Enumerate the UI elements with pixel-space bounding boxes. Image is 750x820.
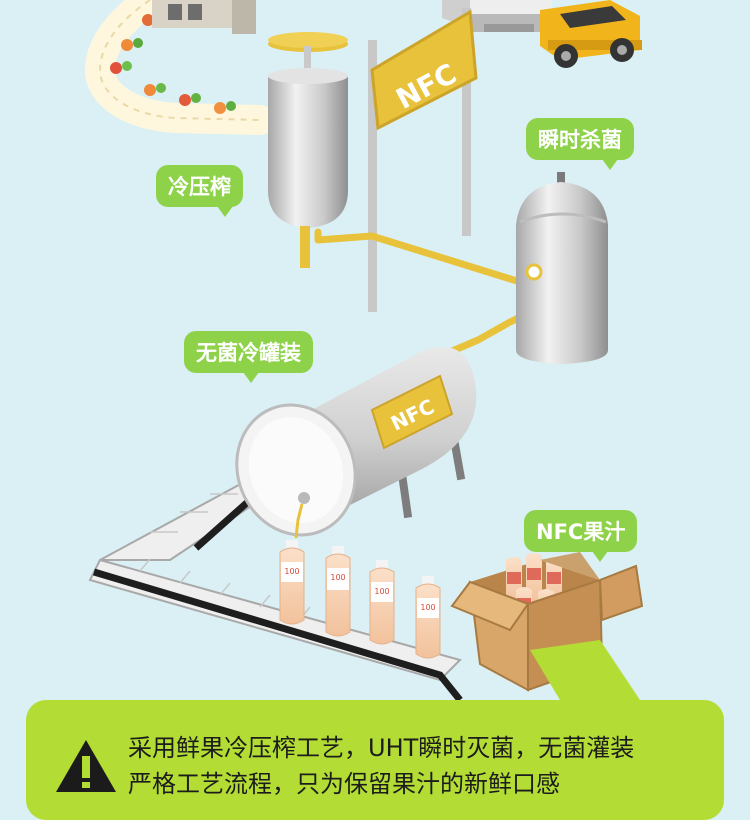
label-flash-sterilize: 瞬时杀菌 [526, 118, 634, 170]
cold-press-tank [268, 32, 348, 268]
bottle-label-text: 100 [420, 603, 435, 612]
warning-triangle-icon [56, 740, 116, 792]
delivery-truck [442, 0, 642, 68]
aseptic-storage-tank: NFC [235, 346, 477, 539]
bottle-label-text: 100 [330, 573, 345, 582]
nfc-gate-sign: NFC [368, 8, 478, 312]
washing-machine [152, 0, 256, 34]
bottle-label-text: 100 [374, 587, 389, 596]
bottle: 100 [369, 560, 395, 645]
caption-text: 采用鲜果冷压榨工艺，UHT瞬时灭菌，无菌灌装 严格工艺流程，只为保留果汁的新鲜口… [128, 730, 708, 802]
label-cold-press: 冷压榨 [156, 165, 243, 217]
bottle-conveyor-belt [88, 479, 463, 703]
fruit-icon [110, 13, 236, 114]
label-aseptic-storage: 无菌冷罐装 [184, 331, 313, 383]
panel-speech-tail [530, 640, 640, 700]
bottle: 100 [325, 546, 351, 637]
bottle: 100 [415, 576, 441, 659]
sterilizer-tank [516, 172, 608, 364]
bottle: 100 [279, 540, 305, 625]
fruit-conveyor [84, 0, 275, 135]
juice-pipes [302, 222, 534, 356]
label-nfc-juice: NFC果汁 [524, 510, 638, 562]
process-illustration: NFC [84, 0, 644, 703]
caption-line-2: 严格工艺流程，只为保留果汁的新鲜口感 [128, 770, 560, 798]
juice-bottles: 100 100 100 100 [279, 540, 441, 659]
caption-line-1: 采用鲜果冷压榨工艺，UHT瞬时灭菌，无菌灌装 [128, 734, 635, 762]
bottle-label-text: 100 [284, 567, 299, 576]
caption-panel: 采用鲜果冷压榨工艺，UHT瞬时灭菌，无菌灌装 严格工艺流程，只为保留果汁的新鲜口… [26, 700, 724, 820]
